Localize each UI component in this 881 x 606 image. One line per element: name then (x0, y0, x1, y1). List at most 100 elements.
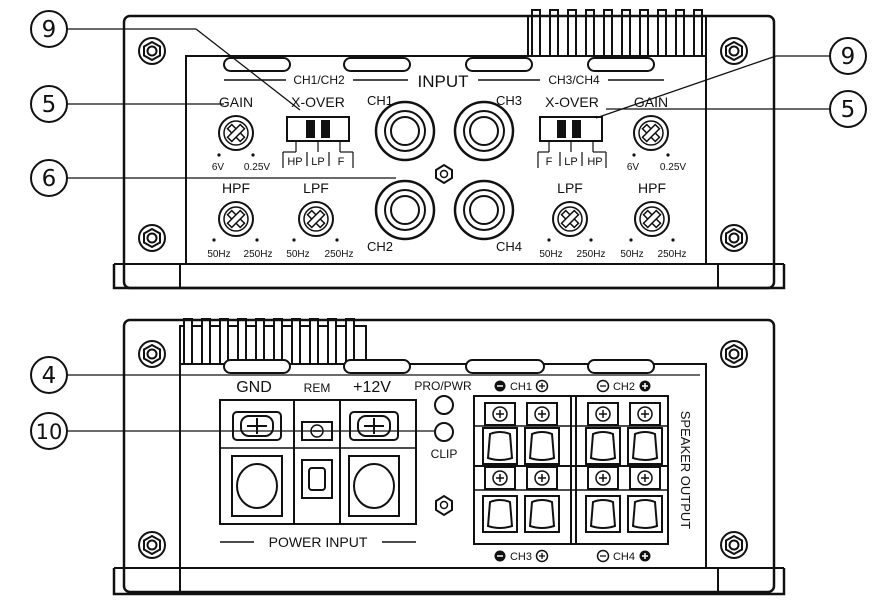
speaker-terminal-hole[interactable] (524, 495, 560, 533)
xover-hp-right: HP (587, 156, 602, 168)
pro-pwr-label: PRO/PWR (414, 379, 472, 393)
plus12-terminal[interactable] (348, 411, 400, 517)
lpf-min-right: 50Hz (539, 249, 562, 260)
screw-icon (138, 531, 166, 559)
rca-ch2-jack[interactable] (374, 179, 436, 241)
speaker-terminal-hole[interactable] (482, 427, 518, 465)
xover-hp-left: HP (287, 156, 302, 168)
ch4-polarity: CH4 (596, 549, 651, 563)
screw-icon (720, 224, 748, 252)
rem-label: REM (304, 381, 331, 395)
bottom-panel: GND REM +12V (112, 318, 786, 596)
screw-icon (720, 340, 748, 368)
xover-f-right: F (546, 156, 553, 168)
ch4-label: CH4 (613, 551, 635, 563)
bottom-callouts: 4 10 (30, 356, 700, 450)
speaker-terminal-hole[interactable] (524, 427, 560, 465)
ch3-label: CH3 (510, 551, 532, 563)
speaker-terminal-hole[interactable] (585, 495, 621, 533)
lpf-min-left: 50Hz (286, 249, 309, 260)
xover-switch-left[interactable] (286, 116, 350, 142)
rca-ch4-jack[interactable] (453, 179, 515, 241)
ch3-polarity: CH3 (494, 549, 549, 563)
hpf-knob-right[interactable] (634, 201, 670, 237)
top-callouts: 9 5 6 9 5 (30, 10, 867, 197)
speaker-terminal-screw[interactable] (587, 402, 619, 426)
rca-ch4-label: CH4 (496, 239, 522, 254)
callout-5-left: 5 (42, 92, 57, 118)
xover-lp-right: LP (564, 156, 577, 168)
top-panel: CH1/CH2 INPUT CH3/CH4 GAIN 6V 0.25V X-OV… (112, 9, 786, 290)
lpf-knob-left[interactable] (298, 201, 334, 237)
gnd-terminal[interactable] (231, 411, 283, 517)
gain-knob-right[interactable] (633, 115, 669, 151)
rca-ch3-label: CH3 (496, 93, 522, 108)
speaker-terminal-screw[interactable] (526, 402, 558, 426)
speaker-terminal-screw[interactable] (629, 466, 661, 490)
screw-icon (720, 531, 748, 559)
gnd-label: GND (236, 379, 272, 396)
speaker-terminal-screw[interactable] (526, 466, 558, 490)
speaker-terminal-hole[interactable] (482, 495, 518, 533)
ch2-label: CH2 (613, 381, 635, 393)
speaker-terminal-screw[interactable] (587, 466, 619, 490)
screw-icon (720, 37, 748, 65)
ch1-label: CH1 (510, 381, 532, 393)
xover-label-right: X-OVER (545, 94, 599, 110)
ch34-label: CH3/CH4 (548, 73, 600, 87)
xover-label-left: X-OVER (291, 94, 345, 110)
speaker-terminal-screw[interactable] (484, 402, 516, 426)
rem-terminal[interactable] (301, 421, 333, 499)
top-faceplate (185, 55, 707, 265)
callout-4: 4 (42, 363, 57, 389)
rca-ch1-label: CH1 (367, 93, 393, 108)
screw-icon (138, 37, 166, 65)
callout-9-right: 9 (841, 44, 856, 70)
hpf-min-left: 50Hz (207, 249, 230, 260)
ch2-polarity: CH2 (596, 379, 651, 393)
lpf-label-right: LPF (557, 180, 583, 196)
gain-max-right: 0.25V (660, 162, 686, 173)
lpf-max-right: 250Hz (577, 249, 606, 260)
hpf-min-right: 50Hz (620, 249, 643, 260)
speaker-terminal-screw[interactable] (629, 402, 661, 426)
plus12-label: +12V (353, 379, 391, 396)
rca-ch1-jack[interactable] (374, 100, 436, 162)
lpf-knob-right[interactable] (552, 201, 588, 237)
speaker-terminal-hole[interactable] (627, 427, 663, 465)
xover-lp-left: LP (311, 156, 324, 168)
clip-led (434, 422, 454, 442)
xover-switch-right[interactable] (539, 116, 603, 142)
ch12-label: CH1/CH2 (293, 73, 345, 87)
ch1-polarity: CH1 (494, 379, 549, 393)
input-title: INPUT (418, 72, 469, 91)
lpf-max-left: 250Hz (325, 249, 354, 260)
speaker-output-label: SPEAKER OUTPUT (678, 411, 693, 530)
hpf-max-right: 250Hz (658, 249, 687, 260)
hpf-label-left: HPF (222, 180, 250, 196)
screw-icon (138, 340, 166, 368)
bottom-housing (122, 318, 776, 594)
speaker-terminal-screw[interactable] (484, 466, 516, 490)
speaker-terminal-hole[interactable] (627, 495, 663, 533)
screw-icon (138, 224, 166, 252)
rca-ch2-label: CH2 (367, 239, 393, 254)
hpf-knob-left[interactable] (218, 201, 254, 237)
callout-6-left: 6 (42, 166, 57, 192)
callout-10: 10 (36, 420, 63, 444)
speaker-terminal-hole[interactable] (585, 427, 621, 465)
gain-max-left: 0.25V (244, 162, 270, 173)
callout-9-left: 9 (42, 17, 57, 43)
callout-5-right: 5 (841, 97, 856, 123)
gain-label-right: GAIN (634, 94, 668, 110)
gain-min-right: 6V (627, 162, 640, 173)
pro-pwr-led (434, 395, 454, 415)
gain-knob-left[interactable] (218, 115, 254, 151)
hpf-max-left: 250Hz (244, 249, 273, 260)
gain-label-left: GAIN (219, 94, 253, 110)
rca-ch3-jack[interactable] (453, 100, 515, 162)
power-input-label: POWER INPUT (269, 534, 368, 550)
gain-min-left: 6V (212, 162, 225, 173)
heatsink-fins (179, 318, 367, 365)
